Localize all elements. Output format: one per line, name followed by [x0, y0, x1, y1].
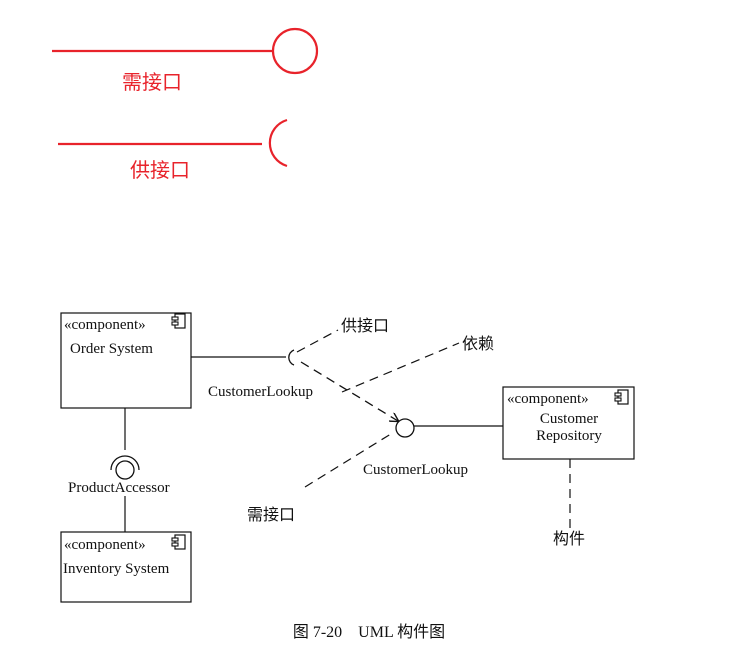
customer-lookup-required-label: CustomerLookup	[363, 462, 468, 478]
interface-product-accessor[interactable]: ProductAccessor	[68, 408, 170, 532]
component-customer-repository[interactable]: «component» Customer Repository	[502, 386, 635, 460]
legend-required-label: 需接口	[122, 70, 182, 94]
product-accessor-socket-icon	[110, 455, 140, 471]
customer-repository-name-line1: Customer	[540, 411, 598, 427]
legend: 需接口 供接口	[52, 27, 319, 182]
annotation-provided-interface: 供接口	[341, 317, 389, 335]
legend-provided-socket-icon	[268, 118, 288, 168]
component-order-system[interactable]: «component» Order System	[60, 312, 192, 409]
annotation-required-interface: 需接口	[247, 506, 295, 524]
customer-lookup-provided-label: CustomerLookup	[208, 384, 313, 400]
annotation-dependency: 依赖	[462, 335, 494, 353]
legend-required-ball-icon	[271, 27, 319, 75]
inventory-system-stereotype: «component»	[64, 537, 146, 553]
product-accessor-label: ProductAccessor	[68, 480, 170, 496]
interface-customer-lookup-provided[interactable]: CustomerLookup	[191, 349, 313, 400]
dependency-arrow[interactable]	[300, 361, 398, 421]
figure-caption: 图 7-20 UML 构件图	[293, 623, 445, 641]
customer-lookup-socket-icon	[288, 349, 295, 366]
leader-provided-interface	[296, 329, 339, 353]
inventory-system-name: Inventory System	[63, 561, 170, 577]
customer-repository-stereotype: «component»	[507, 391, 589, 407]
leader-dependency	[341, 342, 460, 393]
annotation-component: 构件	[553, 530, 585, 548]
order-system-name: Order System	[70, 341, 153, 357]
component-icon	[171, 534, 186, 550]
component-icon	[171, 313, 186, 329]
legend-provided-label: 供接口	[130, 158, 190, 182]
annotation-leaders	[296, 329, 571, 528]
component-inventory-system[interactable]: «component» Inventory System	[60, 531, 192, 603]
order-system-stereotype: «component»	[64, 317, 146, 333]
interface-customer-lookup-required[interactable]: CustomerLookup	[363, 418, 503, 478]
component-icon	[614, 389, 629, 405]
leader-required-interface	[304, 431, 395, 488]
customer-repository-name-line2: Repository	[536, 428, 602, 444]
customer-lookup-ball-icon	[395, 418, 415, 438]
product-accessor-ball-icon	[115, 460, 135, 480]
